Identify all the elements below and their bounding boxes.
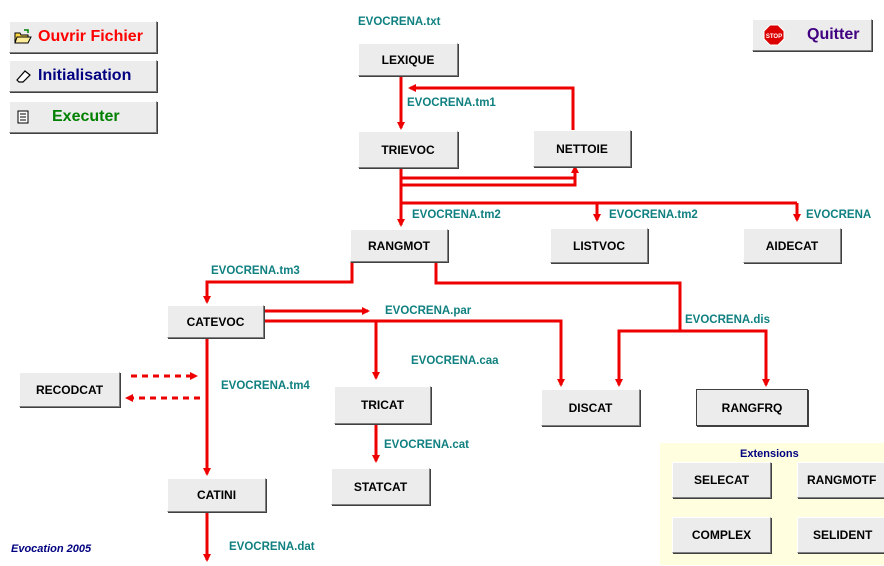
eraser-icon [16,70,31,83]
ext-rangmotf[interactable]: RANGMOTF [797,462,884,498]
file-label-aidecat: EVOCRENA [806,209,872,221]
ext-selecat[interactable]: SELECAT [672,462,771,498]
file-label-dis: EVOCRENA.dis [685,314,770,326]
arrow-catevoc-discat [264,319,565,387]
module-catevoc[interactable]: CATEVOC [167,305,264,338]
footer-text: Evocation 2005 [11,543,92,555]
extensions-title: Extensions [740,448,799,460]
module-trievoc[interactable]: TRIEVOC [358,131,458,168]
arrow-trievoc-nettoie-1 [399,165,579,187]
file-label-par: EVOCRENA.par [385,305,472,317]
file-label-tm2b: EVOCRENA.tm2 [609,209,698,221]
stop-sign-icon: STOP [763,24,785,46]
file-label-tm4: EVOCRENA.tm4 [221,380,310,392]
quit-button[interactable]: STOP Quitter [752,19,872,51]
module-recodcat[interactable]: RECODCAT [19,372,120,407]
module-discat[interactable]: DISCAT [541,389,640,426]
file-label-dat: EVOCRENA.dat [229,541,315,553]
module-catini[interactable]: CATINI [167,478,266,512]
execute-label: Executer [52,108,120,125]
file-label-caa: EVOCRENA.caa [411,355,499,367]
module-rangmot[interactable]: RANGMOT [350,229,448,262]
file-label-tm1: EVOCRENA.tm1 [407,97,496,109]
arrow-to-discat-a [615,329,680,387]
init-label: Initialisation [38,67,132,84]
module-aidecat[interactable]: AIDECAT [743,228,841,263]
open-file-label: Ouvrir Fichier [38,28,143,45]
folder-open-icon [14,29,32,44]
init-button[interactable]: Initialisation [9,60,157,92]
file-label-cat: EVOCRENA.cat [384,439,469,451]
module-listvoc[interactable]: LISTVOC [550,228,648,263]
ext-complex[interactable]: COMPLEX [672,517,771,553]
module-rangfrq[interactable]: RANGFRQ [696,389,808,426]
module-statcat[interactable]: STATCAT [331,468,430,505]
arrow-nettoie-lexique [408,84,575,130]
ext-selident[interactable]: SELIDENT [797,517,884,553]
file-label-tm3: EVOCRENA.tm3 [211,265,300,277]
stop-sign-text: STOP [766,34,782,40]
quit-label: Quitter [807,26,860,43]
module-nettoie[interactable]: NETTOIE [533,130,631,167]
file-label-txt: EVOCRENA.txt [358,16,441,28]
module-lexique[interactable]: LEXIQUE [358,43,458,76]
execute-button[interactable]: Executer [9,101,157,133]
file-label-tm2a: EVOCRENA.tm2 [412,209,501,221]
arrow-rangmot-rangfrq [434,262,770,387]
arrow-rangmot-catevoc [203,262,354,304]
module-tricat[interactable]: TRICAT [334,386,431,424]
document-list-icon [17,110,29,124]
open-file-button[interactable]: Ouvrir Fichier [9,21,157,53]
